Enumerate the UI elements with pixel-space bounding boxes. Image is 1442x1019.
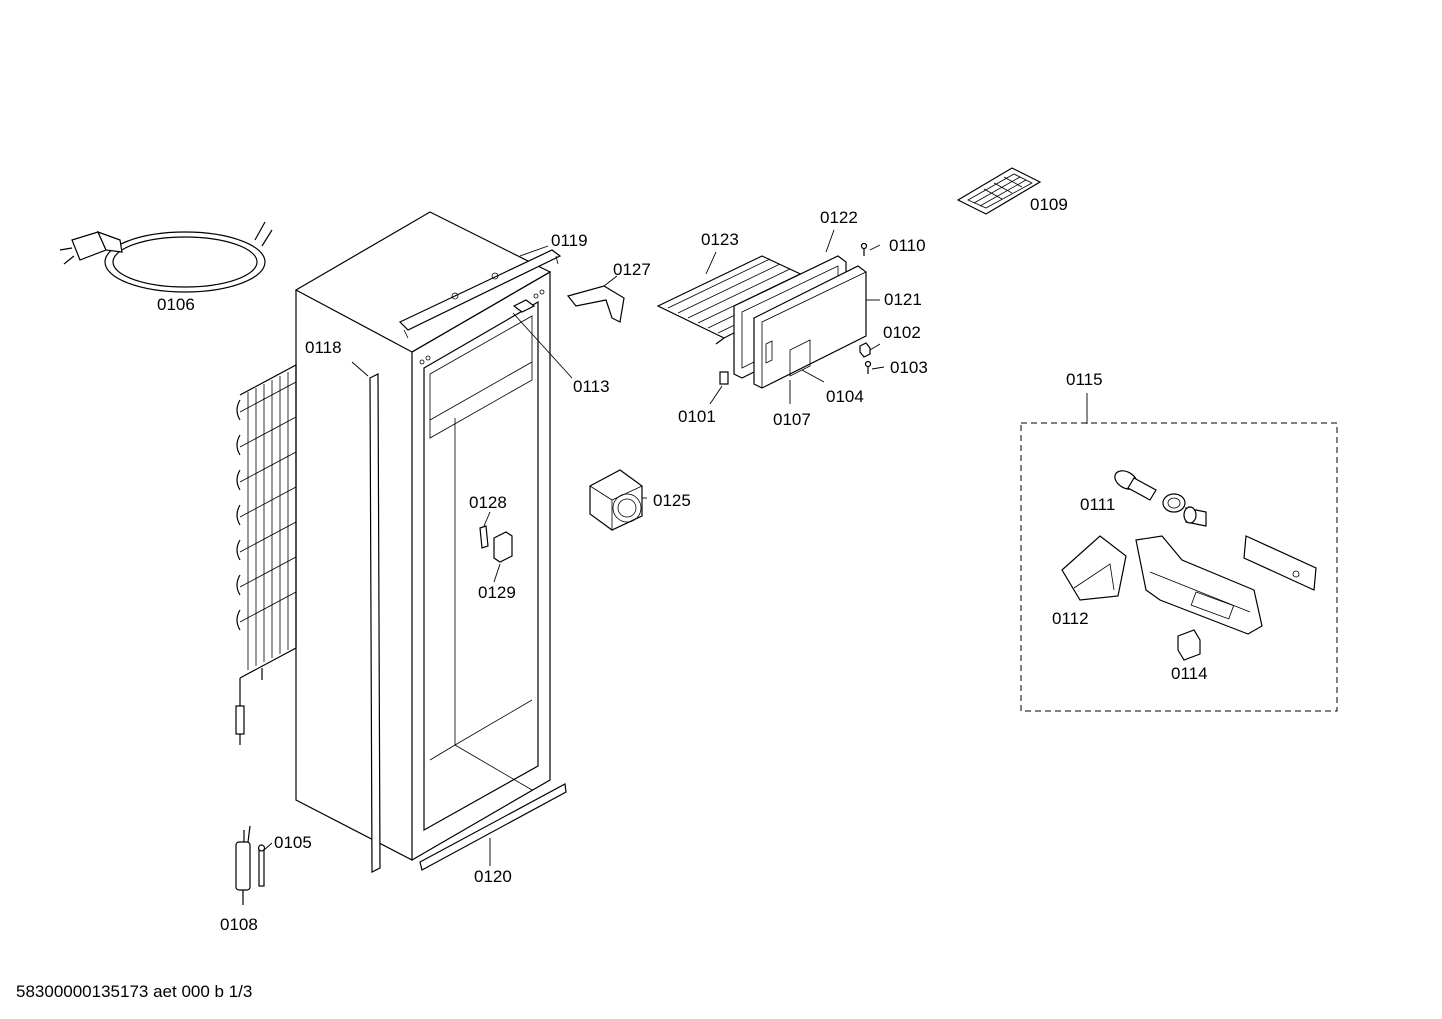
label-0123: 0123 xyxy=(701,230,739,249)
bottom-strip-0120 xyxy=(419,783,567,871)
screw-0110 xyxy=(860,242,868,256)
label-0103: 0103 xyxy=(890,358,928,377)
leader-lines xyxy=(263,229,1088,866)
switch-0114 xyxy=(1177,629,1201,661)
label-0127: 0127 xyxy=(613,260,651,279)
label-0104: 0104 xyxy=(826,387,864,406)
label-0128: 0128 xyxy=(469,493,507,512)
ice-tray-0109 xyxy=(956,167,1042,215)
cover-0129 xyxy=(493,531,513,563)
top-rail-0119 xyxy=(398,249,562,339)
clip-0128 xyxy=(479,525,489,549)
bracket-0113 xyxy=(512,299,536,313)
label-0119: 0119 xyxy=(551,231,588,250)
control-panel xyxy=(1243,535,1317,591)
screw-0103 xyxy=(864,360,872,374)
fan-cover-0125 xyxy=(589,469,643,531)
cabinet-body xyxy=(294,211,552,861)
label-0108: 0108 xyxy=(220,915,258,934)
sensor-0108 xyxy=(235,825,251,905)
label-0105: 0105 xyxy=(274,833,312,852)
label-0102: 0102 xyxy=(883,323,921,342)
label-0120: 0120 xyxy=(474,867,512,886)
light-assembly-box xyxy=(1020,422,1338,712)
label-0121: 0121 xyxy=(884,290,922,309)
label-0118: 0118 xyxy=(305,338,342,357)
label-0101: 0101 xyxy=(678,407,716,426)
label-0115: 0115 xyxy=(1066,370,1103,389)
gasket-strip-0118 xyxy=(369,373,381,873)
label-0125: 0125 xyxy=(653,491,691,510)
label-0112: 0112 xyxy=(1052,609,1089,628)
label-0109: 0109 xyxy=(1030,195,1068,214)
condenser-coil xyxy=(235,363,297,745)
label-0110: 0110 xyxy=(889,236,926,255)
label-0111: 0111 xyxy=(1080,495,1115,514)
label-0129: 0129 xyxy=(478,583,516,602)
bulb-0111 xyxy=(1114,470,1207,527)
lamp-housing xyxy=(1135,535,1263,635)
label-0114: 0114 xyxy=(1171,664,1208,683)
sensor-0105 xyxy=(257,844,266,887)
door-panel-0121 xyxy=(753,265,867,389)
power-cord-part xyxy=(59,221,273,293)
label-0106: 0106 xyxy=(157,295,195,314)
label-0107: 0107 xyxy=(773,410,811,429)
part-labels: 0106 0119 0118 0113 0127 0123 0122 0110 … xyxy=(157,195,1208,934)
lamp-cover-0112 xyxy=(1061,535,1127,601)
label-0113: 0113 xyxy=(573,377,610,396)
label-0122: 0122 xyxy=(820,208,858,227)
bracket-0127 xyxy=(566,285,625,323)
clip-0101 xyxy=(719,371,729,385)
drawing-code: 58300000135173 aet 000 b 1/3 xyxy=(16,982,253,1001)
hinge-0102 xyxy=(859,342,871,358)
